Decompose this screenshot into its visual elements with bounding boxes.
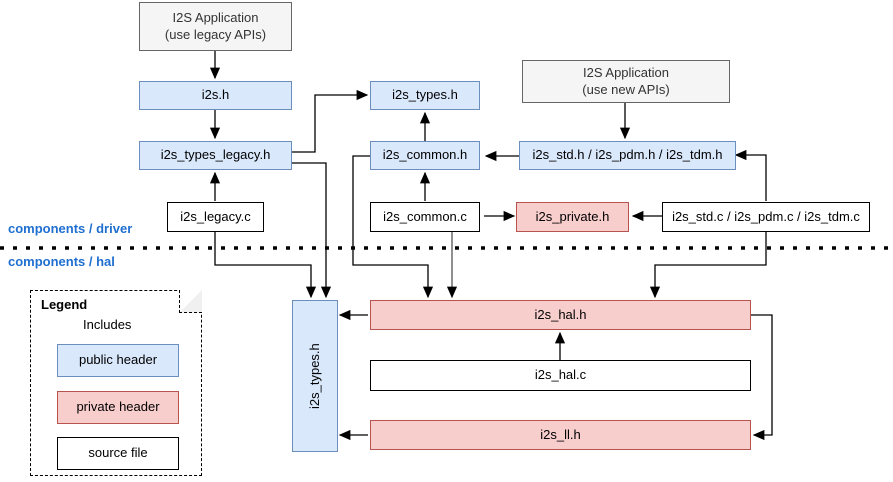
legend-title: Legend xyxy=(41,297,88,312)
edge-stdc-to-halh xyxy=(649,232,767,299)
app-new-line2: (use new APIs) xyxy=(582,81,670,97)
legend-item-private-header: private header xyxy=(57,391,179,424)
node-i2s-h[interactable]: i2s.h xyxy=(139,81,292,110)
layer-label-driver: components / driver xyxy=(8,221,133,236)
edge-typeslegacy-to-types xyxy=(292,89,369,153)
edge-halh-to-llh xyxy=(751,314,773,441)
node-i2s-hal-h[interactable]: i2s_hal.h xyxy=(370,300,751,330)
node-i2s-types-legacy-h[interactable]: i2s_types_legacy.h xyxy=(139,141,292,170)
edge-typeslegacy-to-haltypes xyxy=(292,162,332,299)
node-i2s-types-h[interactable]: i2s_types.h xyxy=(370,81,480,110)
layer-label-hal: components / hal xyxy=(8,254,115,269)
node-i2s-ll-h[interactable]: i2s_ll.h xyxy=(370,420,751,450)
node-i2s-types-h-hal[interactable]: i2s_types.h xyxy=(292,300,338,452)
app-new-line1: I2S Application xyxy=(582,65,669,81)
node-i2s-std-pdm-tdm-c[interactable]: i2s_std.c / i2s_pdm.c / i2s_tdm.c xyxy=(662,202,870,232)
node-i2s-hal-c[interactable]: i2s_hal.c xyxy=(370,360,751,391)
node-i2s-application-new[interactable]: I2S Application (use new APIs) xyxy=(522,60,730,103)
legend-includes-label: Includes xyxy=(83,317,132,332)
legend-item-source-file: source file xyxy=(57,437,179,470)
legend-item-public-header: public header xyxy=(57,344,179,377)
app-legacy-line2: (use legacy APIs) xyxy=(164,26,267,42)
node-i2s-common-h[interactable]: i2s_common.h xyxy=(370,141,480,170)
node-i2s-common-c[interactable]: i2s_common.c xyxy=(370,202,480,232)
node-i2s-std-pdm-tdm-h[interactable]: i2s_std.h / i2s_pdm.h / i2s_tdm.h xyxy=(519,141,736,170)
legend-folded-corner xyxy=(179,290,202,313)
node-i2s-legacy-c[interactable]: i2s_legacy.c xyxy=(167,202,264,232)
edge-stdc-to-stdh xyxy=(734,149,767,201)
edge-legacyc-to-halttypes xyxy=(214,232,317,299)
node-i2s-application-legacy[interactable]: I2S Application (use legacy APIs) xyxy=(139,2,292,51)
app-legacy-line1: I2S Application xyxy=(172,10,259,26)
node-i2s-private-h[interactable]: i2s_private.h xyxy=(516,202,629,232)
legend-box: Legend Includes public header private he… xyxy=(30,290,202,476)
